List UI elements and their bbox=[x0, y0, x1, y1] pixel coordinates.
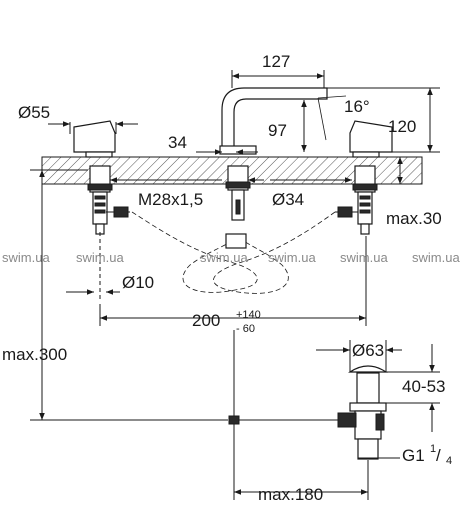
watermark-text: swim.ua bbox=[268, 250, 316, 265]
dim-center-tolerance-minus: - 60 bbox=[236, 323, 255, 335]
dim-max-deck-thickness: max.30 bbox=[386, 209, 442, 228]
dim-hose-diameter: Ø10 bbox=[122, 273, 154, 292]
dim-max-hose-length: max.300 bbox=[2, 345, 67, 364]
dim-drain-thread-sub: 4 bbox=[446, 455, 452, 467]
dim-total-height: 120 bbox=[388, 117, 416, 136]
dim-drain-thread: G1 bbox=[402, 446, 425, 465]
watermark-text: swim.ua bbox=[2, 250, 50, 265]
watermark-text: swim.ua bbox=[76, 250, 124, 265]
dim-center-tolerance-plus: +140 bbox=[236, 309, 261, 321]
dim-valve-offset: 34 bbox=[168, 133, 187, 152]
supply-hoses bbox=[131, 211, 336, 294]
watermark-text: swim.ua bbox=[412, 250, 460, 265]
dim-drain-thread-sup: 1 bbox=[430, 443, 436, 455]
dimension-lines bbox=[30, 70, 440, 500]
dim-handle-diameter: Ø55 bbox=[18, 103, 50, 122]
watermark-text: swim.ua bbox=[340, 250, 388, 265]
dim-spout-angle: 16° bbox=[344, 97, 370, 116]
dim-drain-diameter: Ø63 bbox=[352, 341, 384, 360]
lift-rod bbox=[99, 232, 338, 425]
dim-drain-thread-slash: / bbox=[436, 446, 441, 465]
dim-spout-height: 97 bbox=[268, 121, 287, 140]
dim-drain-range: 40-53 bbox=[402, 377, 445, 396]
drain-assembly bbox=[337, 365, 388, 460]
dim-spout-reach: 127 bbox=[262, 52, 290, 71]
watermark-text: swim.ua bbox=[200, 250, 248, 265]
dim-flange-diameter: Ø34 bbox=[272, 190, 304, 209]
dim-thread-size: M28x1,5 bbox=[138, 190, 203, 209]
dimension-labels: 127 Ø55 16° 97 120 34 M28x1,5 Ø34 max.30… bbox=[2, 52, 452, 504]
right-valve bbox=[335, 120, 393, 235]
watermark: swim.ua swim.ua swim.ua swim.ua swim.ua … bbox=[2, 250, 460, 265]
dim-max-rod-length: max.180 bbox=[258, 485, 323, 504]
dim-center-distance: 200 bbox=[192, 311, 220, 330]
